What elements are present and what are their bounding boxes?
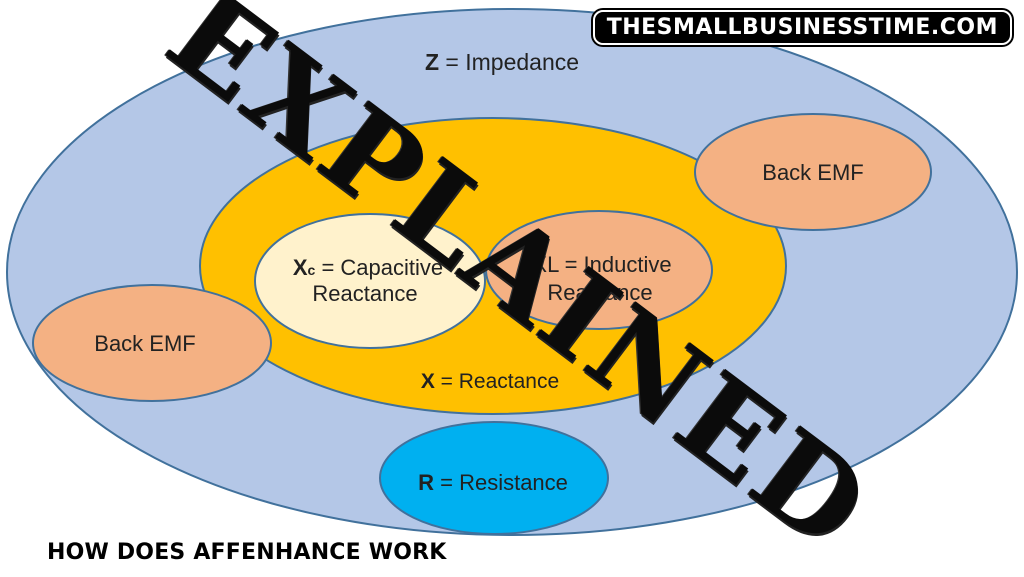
inductive-label-line1: XL = Inductive [532,252,671,277]
resistance-label: R = Resistance [418,470,568,495]
inductive-label-line2: Reactance [547,280,652,305]
back-emf-right-ellipse [694,113,932,231]
back-emf-left-label: Back EMF [94,331,195,356]
capacitive-label-line1: Xc = Capacitive [293,255,443,280]
site-brand-badge: THESMALLBUSINESSTIME.COM [592,10,1012,45]
resistance-ellipse [379,421,609,535]
capacitive-label-line2: Reactance [312,281,417,306]
capacitive-ellipse [254,213,486,349]
inductive-ellipse [485,210,713,330]
page-caption: HOW DOES AFFENHANCE WORK [47,540,447,565]
reactance-label: X = Reactance [421,370,559,393]
back-emf-right-label: Back EMF [762,160,863,185]
impedance-label: Z = Impedance [425,49,579,75]
back-emf-left-ellipse [32,284,272,402]
